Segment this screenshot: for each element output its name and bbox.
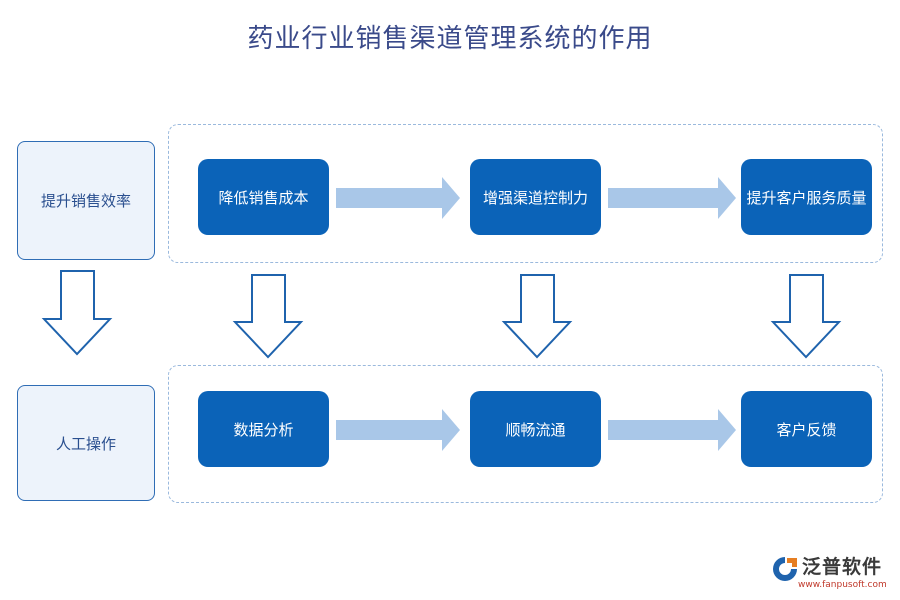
down-arrow-4 bbox=[770, 274, 842, 359]
fanpu-logo: 泛普软件 www.fanpusoft.com bbox=[768, 552, 894, 592]
logo-url: www.fanpusoft.com bbox=[798, 580, 887, 590]
down-arrow-2 bbox=[232, 274, 304, 359]
node-smooth-flow: 顺畅流通 bbox=[470, 391, 601, 467]
side-box-manual: 人工操作 bbox=[17, 385, 155, 501]
node-customer-feedback: 客户反馈 bbox=[741, 391, 872, 467]
right-arrow-r2-1 bbox=[336, 409, 460, 451]
right-arrow-r2-2 bbox=[608, 409, 736, 451]
logo-icon bbox=[773, 557, 797, 581]
right-arrow-r1-1 bbox=[336, 177, 460, 219]
top-dashed-panel bbox=[168, 124, 883, 263]
side-box-efficiency: 提升销售效率 bbox=[17, 141, 155, 260]
node-channel-control: 增强渠道控制力 bbox=[470, 159, 601, 235]
down-arrow-1 bbox=[41, 270, 113, 356]
page-title: 药业行业销售渠道管理系统的作用 bbox=[247, 24, 653, 54]
node-data-analysis: 数据分析 bbox=[198, 391, 329, 467]
down-arrow-3 bbox=[501, 274, 573, 359]
node-reduce-cost: 降低销售成本 bbox=[198, 159, 329, 235]
logo-name: 泛普软件 bbox=[802, 556, 883, 578]
bottom-dashed-panel bbox=[168, 365, 883, 503]
right-arrow-r1-2 bbox=[608, 177, 736, 219]
node-service-quality: 提升客户服务质量 bbox=[741, 159, 872, 235]
